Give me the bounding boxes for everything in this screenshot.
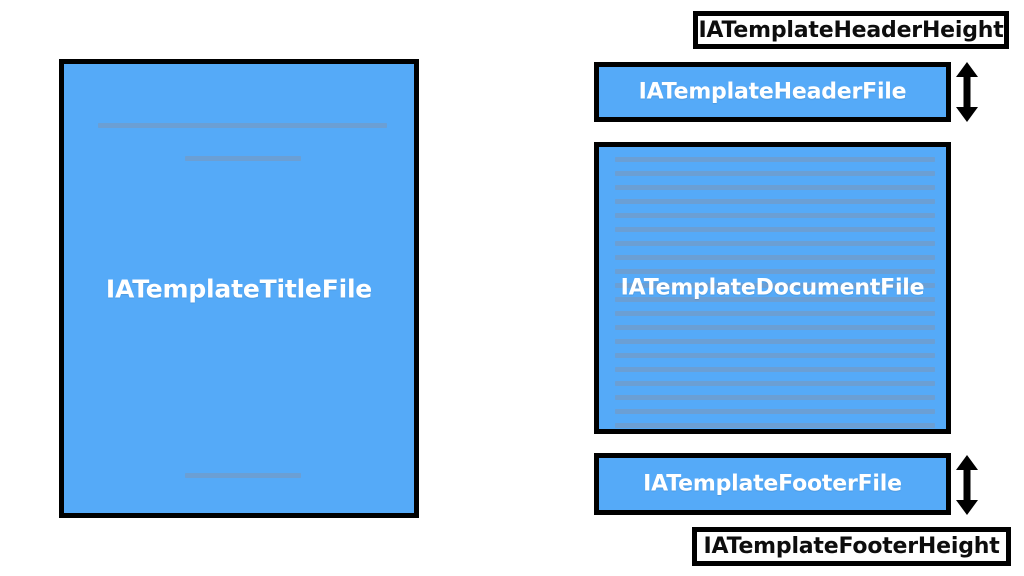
document-text-line	[615, 255, 935, 260]
document-text-line	[615, 339, 935, 344]
document-file-block[interactable]: IATemplateDocumentFile	[594, 142, 951, 434]
document-text-line	[615, 395, 935, 400]
document-text-lines	[615, 157, 935, 429]
header-height-callout: IATemplateHeaderHeight	[693, 11, 1009, 49]
document-text-line	[615, 409, 935, 414]
document-text-line	[615, 185, 935, 190]
document-text-line	[615, 269, 935, 274]
document-text-line	[615, 311, 935, 316]
document-text-line	[615, 381, 935, 386]
title-decorative-line-2	[185, 156, 301, 161]
header-file-block[interactable]: IATemplateHeaderFile	[594, 62, 951, 122]
header-file-label: IATemplateHeaderFile	[638, 79, 907, 105]
document-text-line	[615, 423, 935, 428]
document-text-line	[615, 199, 935, 204]
document-text-line	[615, 297, 935, 302]
footer-height-double-arrow-icon	[952, 455, 982, 515]
document-text-line	[615, 353, 935, 358]
footer-height-callout: IATemplateFooterHeight	[692, 527, 1011, 566]
document-text-line	[615, 157, 935, 162]
document-text-line	[615, 227, 935, 232]
title-file-label: IATemplateTitleFile	[105, 274, 373, 303]
document-text-line	[615, 241, 935, 246]
document-file-label: IATemplateDocumentFile	[620, 275, 925, 301]
document-text-line	[615, 367, 935, 372]
title-decorative-line-1	[98, 123, 387, 128]
title-file-page[interactable]: IATemplateTitleFile	[59, 59, 419, 518]
document-text-line	[615, 325, 935, 330]
footer-file-label: IATemplateFooterFile	[643, 471, 902, 497]
title-decorative-line-3	[185, 473, 301, 478]
header-height-double-arrow-icon	[952, 62, 982, 122]
document-text-line	[615, 213, 935, 218]
document-text-line	[615, 283, 935, 288]
footer-file-block[interactable]: IATemplateFooterFile	[594, 453, 951, 515]
document-text-line	[615, 171, 935, 176]
